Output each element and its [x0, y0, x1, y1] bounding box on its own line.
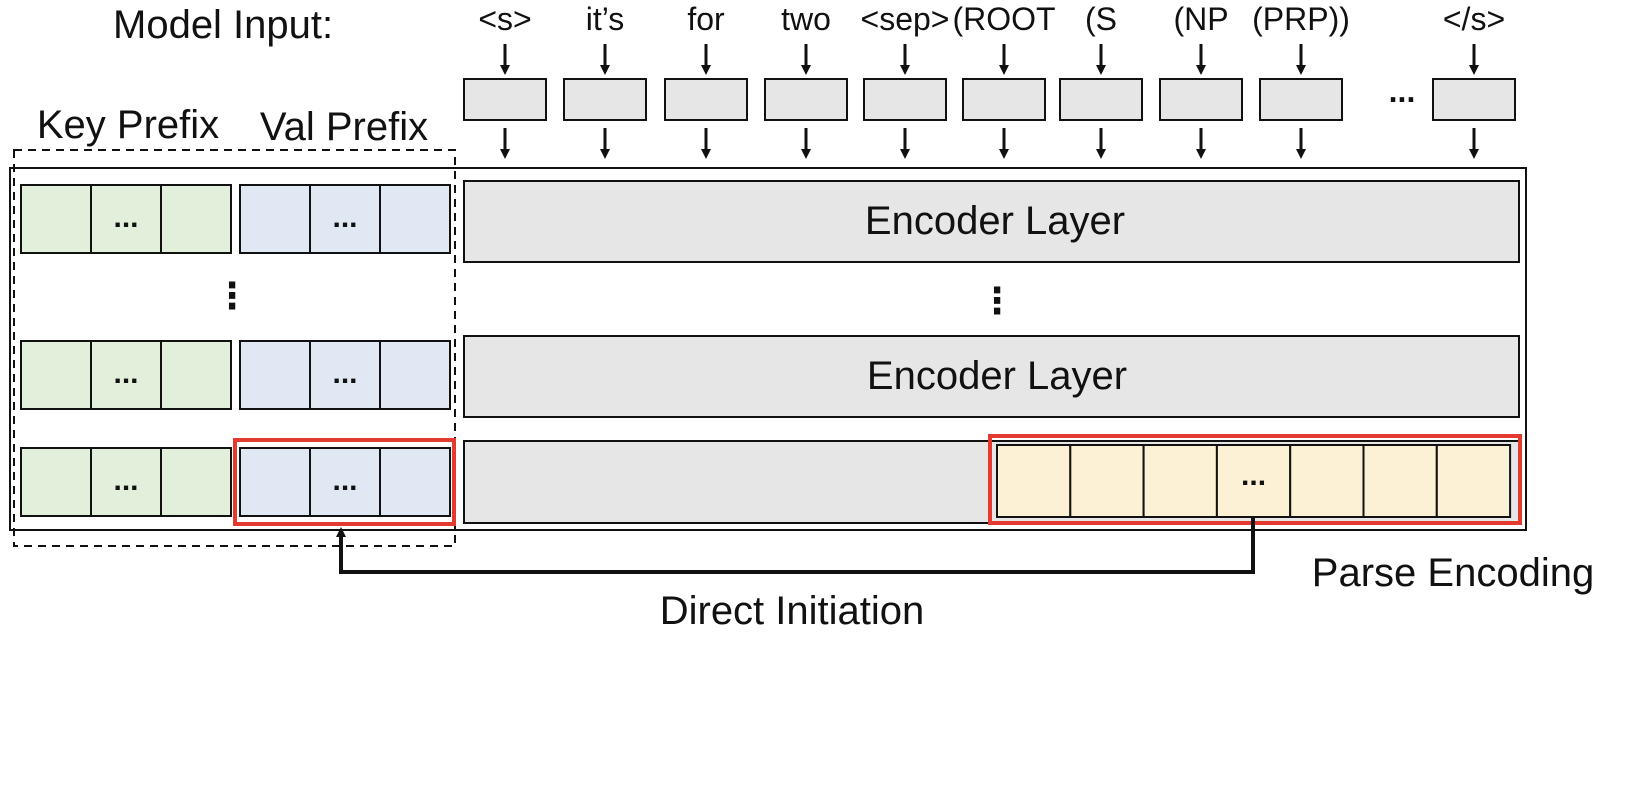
val-prefix-cell — [309, 184, 381, 254]
model-input-title: Model Input: — [113, 3, 333, 47]
key-prefix-ellipsis: ... — [113, 464, 138, 497]
token-embedding-box — [764, 78, 848, 121]
encoder-vertical-ellipsis: ⋮ — [979, 280, 1015, 321]
token-label: <s> — [478, 1, 531, 37]
key-prefix-cell — [160, 447, 232, 517]
val-prefix-cell — [379, 340, 451, 410]
parse-encoding-cell — [1289, 444, 1365, 518]
token-embedding-box — [962, 78, 1046, 121]
key-prefix-cell — [160, 340, 232, 410]
key-prefix-ellipsis: ... — [113, 357, 138, 390]
parse-encoding-cell — [1069, 444, 1145, 518]
token-label: <sep> — [861, 1, 950, 37]
encoder-layer-bottom-label: Encoder Layer — [867, 354, 1127, 398]
val-prefix-highlight — [233, 438, 456, 526]
token-ellipsis: ... — [1389, 73, 1416, 109]
val-prefix-label: Val Prefix — [260, 105, 428, 149]
token-embedding-box — [463, 78, 547, 121]
direct-initiation-arrow — [336, 518, 1255, 574]
encoder-layer-bottom — [463, 335, 1520, 418]
val-prefix-cell — [239, 184, 311, 254]
key-prefix-label: Key Prefix — [37, 103, 219, 147]
val-prefix-cell — [309, 447, 381, 517]
val-prefix-ellipsis: ... — [332, 201, 357, 234]
parse-encoding-cell — [1435, 444, 1512, 518]
val-prefix-cell — [239, 447, 311, 517]
token-embedding-box — [1259, 78, 1343, 121]
token-label: (PRP)) — [1252, 1, 1350, 37]
token-label: it’s — [586, 1, 625, 37]
token-label: two — [781, 1, 831, 37]
token-label: (ROOT — [952, 1, 1055, 37]
token-label: </s> — [1443, 1, 1505, 37]
parse-encoding-label: Parse Encoding — [1312, 551, 1594, 595]
prefix-dashed-frame — [13, 149, 456, 547]
token-embedding-box — [1432, 78, 1516, 121]
token-embedding-box — [1159, 78, 1243, 121]
parse-encoding-cell — [1215, 444, 1292, 518]
val-prefix-cell — [239, 340, 311, 410]
token-label: (S — [1085, 1, 1117, 37]
token-embedding-box — [563, 78, 647, 121]
prefix-blocks: .................. — [20, 184, 456, 526]
token-embedding-box — [664, 78, 748, 121]
parse-encoding-cell — [996, 444, 1072, 518]
key-prefix-cell — [20, 447, 92, 517]
parse-encoding-ellipsis: ... — [1241, 459, 1266, 492]
val-prefix-cell — [379, 447, 451, 517]
key-prefix-cell — [20, 340, 92, 410]
prefix-vertical-ellipsis: ⋮ — [214, 275, 250, 316]
key-prefix-cell — [90, 184, 162, 254]
model-frame — [9, 167, 1527, 531]
direct-initiation-label: Direct Initiation — [660, 589, 925, 633]
token-label: for — [687, 1, 725, 37]
key-prefix-ellipsis: ... — [113, 201, 138, 234]
val-prefix-cell — [309, 340, 381, 410]
key-prefix-cell — [90, 340, 162, 410]
token-embedding-box — [1059, 78, 1143, 121]
parse-encoding-cell — [1362, 444, 1438, 518]
val-prefix-cell — [379, 184, 451, 254]
token-row: <s> it’s for two <sep>(ROOT (S (NP (PRP))... </s… — [463, 1, 1516, 159]
token-label: (NP — [1173, 1, 1228, 37]
parse-encoding-cell — [1142, 444, 1218, 518]
val-prefix-ellipsis: ... — [332, 464, 357, 497]
val-prefix-ellipsis: ... — [332, 357, 357, 390]
parse-encoding-cells: ... — [996, 444, 1512, 518]
token-embedding-box — [863, 78, 947, 121]
encoder-layer-top — [463, 180, 1520, 263]
encoder-layer-top-label: Encoder Layer — [865, 199, 1125, 243]
key-prefix-cell — [20, 184, 92, 254]
key-prefix-cell — [160, 184, 232, 254]
